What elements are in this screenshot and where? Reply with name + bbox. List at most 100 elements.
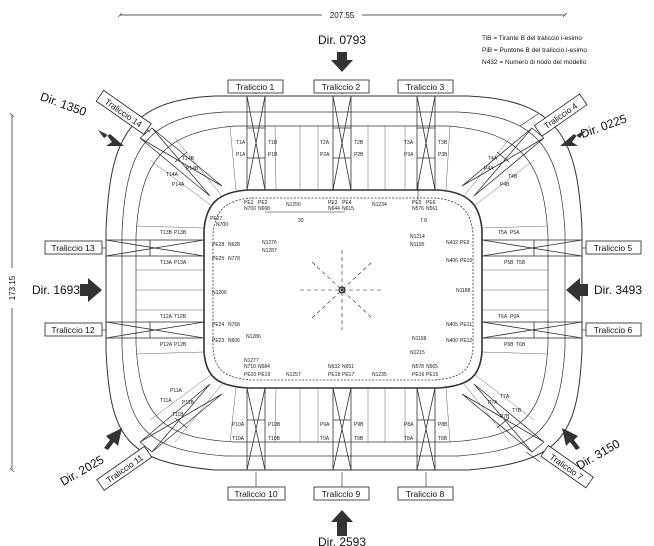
svg-text:Traliccio 11: Traliccio 11 (104, 452, 145, 485)
truss-label-14[interactable]: Traliccio 14 (95, 89, 152, 135)
truss-label-9[interactable]: Traliccio 9 (313, 472, 370, 501)
svg-text:Dir. 0225: Dir. 0225 (579, 111, 629, 141)
node-label: PE3 (328, 200, 338, 206)
member-label: T6B (516, 342, 526, 348)
member-label: T10B (268, 436, 281, 442)
node-label: PE18 (328, 372, 340, 378)
member-label: P6B (504, 342, 514, 348)
member-label: P4B (500, 182, 510, 188)
member-label: T1B (268, 140, 278, 146)
node-label: N768 (228, 322, 240, 328)
truss-label-13[interactable]: Traliccio 13 (44, 240, 106, 255)
node-label: N628 (228, 242, 240, 248)
svg-text:Traliccio 14: Traliccio 14 (103, 96, 144, 129)
svg-text:Traliccio 2: Traliccio 2 (322, 82, 361, 92)
member-label: T14B (182, 156, 195, 162)
node-label: N565 (426, 364, 438, 370)
legend: TiB = Tirante B del traliccio i-esimo Pi… (482, 35, 587, 66)
member-label: P2A (320, 152, 330, 158)
svg-text:Traliccio 9: Traliccio 9 (322, 489, 361, 499)
truss-label-10[interactable]: Traliccio 10 (227, 472, 286, 501)
node-label: N606 (228, 338, 240, 344)
node-label: N400 (446, 338, 458, 344)
center-node (338, 286, 346, 294)
arrow-northeast-icon (104, 428, 122, 450)
legend-item-tirante: TiB = Tirante B del traliccio i-esimo (482, 35, 582, 42)
member-label: P14A (172, 182, 185, 188)
truss-label-12[interactable]: Traliccio 12 (44, 322, 106, 337)
truss-label-11[interactable]: Traliccio 11 (96, 445, 153, 491)
member-label: T7A (500, 394, 510, 400)
member-label: T12B (174, 314, 187, 320)
member-label: T2A (320, 140, 330, 146)
node-label: N561 (426, 206, 438, 212)
outer-ring (105, 95, 583, 471)
member-labels: T1A T1B P1A P1B T2A T2B P2A P2B T3A T3B … (160, 140, 526, 442)
truss-label-2[interactable]: Traliccio 2 (313, 79, 370, 94)
svg-text:Traliccio 8: Traliccio 8 (406, 489, 445, 499)
node-label: N1286 (246, 334, 261, 340)
svg-text:Traliccio 13: Traliccio 13 (51, 243, 94, 253)
member-label: P4A (484, 166, 494, 172)
node-label: N405 (446, 322, 458, 328)
member-label: P10B (268, 422, 281, 428)
node-label: PE5 (412, 200, 422, 206)
truss-label-3[interactable]: Traliccio 3 (397, 79, 454, 94)
dimension-width: 207.55 (120, 9, 565, 20)
member-label: T4A (488, 156, 498, 162)
member-label: P3B (438, 152, 448, 158)
truss-label-5[interactable]: Traliccio 5 (582, 240, 642, 255)
node-label: PE28 (212, 242, 224, 248)
node-label: PE23 (212, 338, 224, 344)
member-label: T11B (172, 412, 184, 418)
member-label: T9A (320, 436, 330, 442)
member-label: T8A (404, 436, 414, 442)
node-label: N1234 (372, 202, 387, 208)
member-label: T4B (508, 174, 518, 180)
member-label: T6A (498, 314, 508, 320)
member-label: P13B (174, 230, 187, 236)
truss-labels: Traliccio 1 Traliccio 2 Traliccio 3 Tral… (44, 79, 642, 501)
compression-ring-inner (212, 197, 474, 381)
member-label: P2B (354, 152, 364, 158)
node-label: N1287 (262, 248, 277, 254)
arrow-southeast-icon (98, 130, 124, 146)
node-label: N1276 (262, 240, 277, 246)
member-label: P11A (170, 388, 183, 394)
direction-south: Dir. 2593 (318, 510, 366, 546)
member-label: P12A (160, 342, 173, 348)
node-label: N406 (446, 258, 458, 264)
node-label: PE11 (460, 322, 472, 328)
member-label: P8A (404, 422, 414, 428)
node-label: PE25 (212, 256, 224, 262)
node-label: N684 (258, 364, 270, 370)
node-label: N1235 (372, 372, 387, 378)
member-label: T8B (438, 436, 448, 442)
middle-ring (121, 111, 566, 457)
member-label: P10A (232, 422, 245, 428)
truss-label-8[interactable]: Traliccio 8 (397, 472, 454, 501)
truss-label-6[interactable]: Traliccio 6 (582, 322, 642, 337)
height-dimension-label: 173.15 (8, 275, 17, 300)
arrow-down-icon (331, 52, 353, 72)
node-label: N1198 (412, 336, 427, 342)
member-label: P9B (354, 422, 364, 428)
node-label: N632 (328, 364, 340, 370)
inner-ring (135, 125, 549, 443)
svg-text:Dir. 1350: Dir. 1350 (38, 89, 88, 119)
svg-text:Traliccio 12: Traliccio 12 (51, 325, 94, 335)
node-label: N700 (244, 206, 256, 212)
node-label: N668 (258, 206, 270, 212)
member-label: P12B (174, 342, 187, 348)
member-label: T3A (404, 140, 414, 146)
direction-north: Dir. 0793 (318, 33, 366, 72)
member-label: T12A (160, 314, 173, 320)
node-label: N1195 (410, 242, 425, 248)
node-label: PE1 (244, 200, 254, 206)
node-label: N1256 (286, 202, 301, 208)
truss-label-1[interactable]: Traliccio 1 (227, 79, 284, 94)
svg-text:Dir. 2593: Dir. 2593 (318, 535, 366, 546)
node-label: PE16 (412, 372, 424, 378)
svg-text:Dir. 1693: Dir. 1693 (32, 283, 80, 297)
node-label: 7.8 (420, 218, 427, 224)
